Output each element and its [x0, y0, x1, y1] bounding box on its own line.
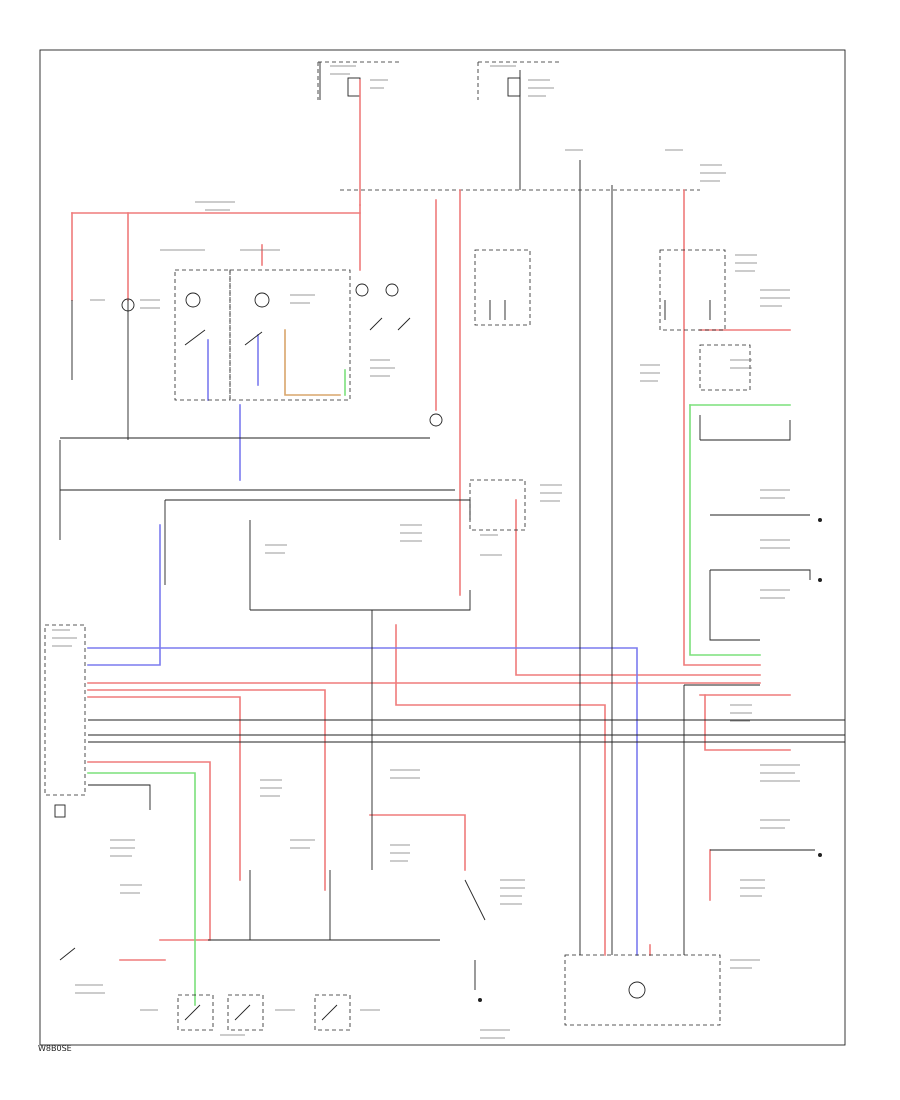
lamp-icon: [429, 413, 443, 427]
lamp-icon: [185, 292, 201, 308]
green-wire: [87, 772, 196, 1006]
switch-block: [177, 994, 214, 1031]
black-wire: [699, 415, 791, 441]
diagram-frame: [39, 49, 846, 1046]
lamp-icon: [121, 298, 135, 312]
label-marks: [52, 65, 800, 1039]
black-wire: [165, 499, 471, 520]
red-wires: [71, 79, 791, 961]
lamp-icon: [254, 292, 270, 308]
blue-wires: [87, 334, 638, 956]
black-wire: [88, 784, 151, 810]
black-wire: [664, 300, 711, 320]
black-wire: [709, 569, 811, 641]
motor-icon: [628, 981, 646, 999]
black-wire: [250, 590, 471, 611]
switch-block: [227, 994, 264, 1031]
red-wire: [87, 696, 241, 881]
black-wires: [59, 62, 845, 955]
bottom-switches: [59, 518, 822, 1031]
fuse-block-top: [317, 61, 560, 100]
left-connector: [44, 624, 86, 818]
red-wire: [87, 689, 326, 891]
red-wire: [395, 624, 606, 956]
blue-wire: [87, 524, 161, 666]
red-wire: [369, 814, 466, 871]
red-wire: [683, 189, 761, 666]
red-wire: [704, 694, 791, 751]
relay-boxes: [469, 249, 751, 1026]
green-wire: [689, 404, 761, 656]
red-wire: [515, 499, 761, 676]
red-wire: [87, 761, 211, 941]
green-wires: [87, 369, 791, 1006]
switch-block: [314, 994, 351, 1031]
diagram-code: W8B0SE: [38, 1044, 72, 1053]
lamp-icon: [385, 283, 399, 297]
lamp-cluster: [121, 269, 443, 427]
blue-wire: [87, 647, 638, 956]
lamp-icon: [355, 283, 369, 297]
black-wire: [489, 300, 506, 320]
orange-wire: [284, 329, 341, 396]
